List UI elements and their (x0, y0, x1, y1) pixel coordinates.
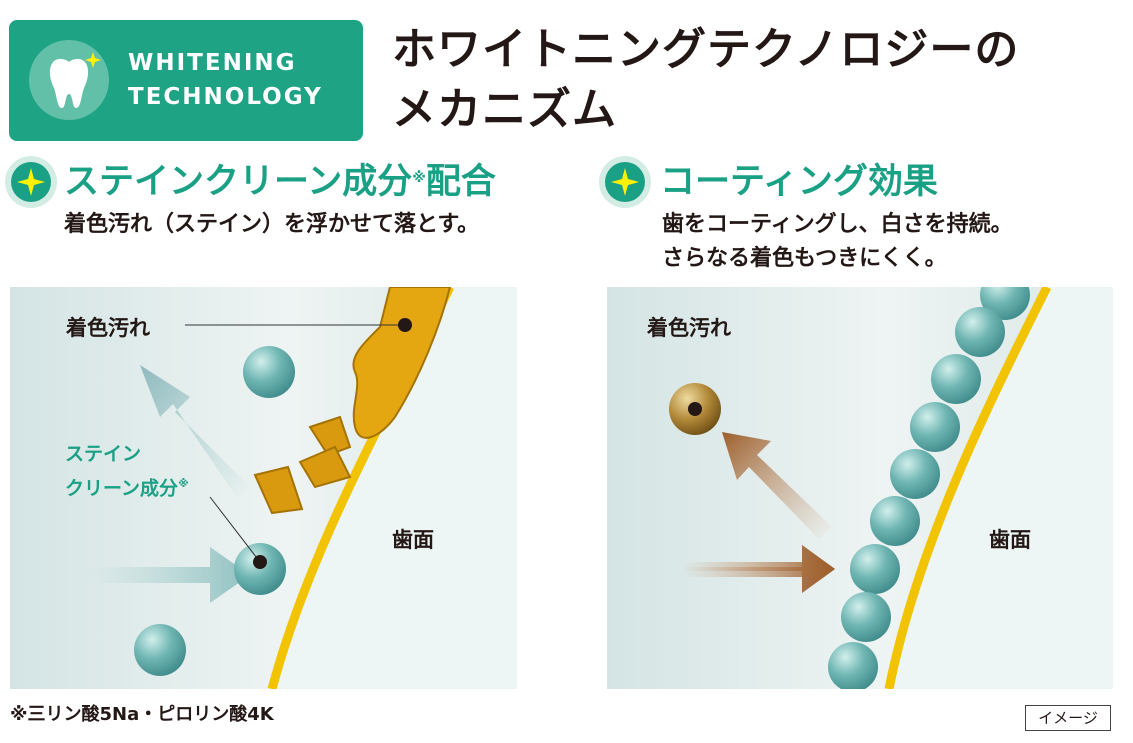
right-subtitle-1: 歯をコーティングし、白さを持続。 (662, 212, 1013, 237)
tooth-sparkle-icon (29, 40, 109, 120)
ingredient-label: ステイン クリーン成分※ (65, 439, 189, 503)
image-tag: イメージ (1025, 705, 1111, 731)
sparkle-bullet-icon (599, 156, 651, 208)
stain-removal-illustration: 着色汚れ ステイン クリーン成分※ 歯面 (10, 287, 517, 689)
footnote: ※三リン酸5Na・ピロリン酸4K (10, 704, 274, 725)
left-heading-suffix: 配合 (425, 162, 496, 202)
left-subtitle: 着色汚れ（ステイン）を浮かせて落とす。 (64, 212, 480, 237)
ingredient-label-line-1: ステイン (65, 443, 142, 465)
coating-illustration: 着色汚れ 歯面 (607, 287, 1113, 689)
stain-label: 着色汚れ (66, 316, 150, 340)
badge-line-1: WHITENING (128, 50, 297, 76)
ingredient-label-line-2: クリーン成分 (65, 477, 179, 500)
left-heading-mark: ※ (412, 170, 426, 186)
tooth-surface-label: 歯面 (392, 528, 434, 552)
right-subtitle-2: さらなる着色もつきにくく。 (662, 246, 947, 271)
stain-label: 着色汚れ (647, 316, 731, 340)
main-title: ホワイトニングテクノロジーの メカニズム (392, 20, 1122, 140)
sparkle-bullet-icon (5, 156, 57, 208)
whitening-technology-badge: WHITENING TECHNOLOGY (9, 20, 363, 141)
badge-line-2: TECHNOLOGY (128, 84, 323, 110)
main-title-line-2: メカニズム (392, 84, 617, 135)
left-section-title: ステインクリーン成分※配合 (64, 160, 496, 204)
ingredient-label-mark: ※ (178, 477, 189, 490)
main-title-line-1: ホワイトニングテクノロジーの (392, 24, 1020, 75)
tooth-surface-label: 歯面 (989, 528, 1031, 552)
right-section-title: コーティング効果 (660, 162, 938, 202)
left-heading-text: ステインクリーン成分 (64, 162, 413, 202)
